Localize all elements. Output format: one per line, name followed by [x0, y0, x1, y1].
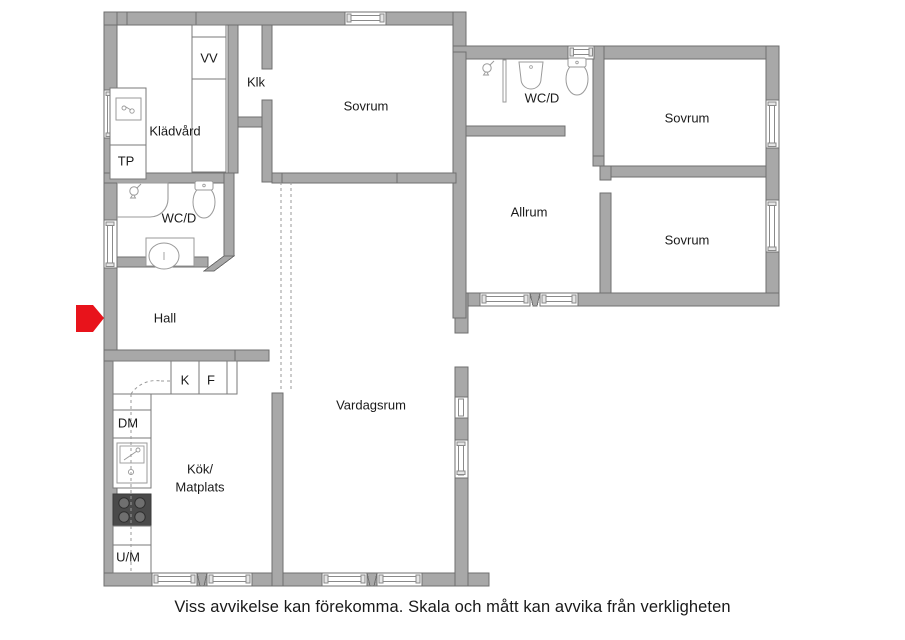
kitchen-sink-icon [116, 442, 148, 484]
window-vardagsrum-lower [454, 439, 469, 479]
appliance-labels-layer: VV TP K F DM U/M [116, 50, 218, 564]
room-label-kok-line1: Kök/ [187, 461, 213, 476]
window-allrum-left [479, 292, 531, 307]
room-label-klk: Klk [247, 74, 266, 89]
kitchen-cabinetry [112, 360, 238, 574]
room-label-kok-line2: Matplats [175, 479, 225, 494]
wash-basin-cabinet [145, 237, 195, 270]
window-vardagsrum-bottom-right [376, 572, 423, 587]
window-vardagsrum-upper [454, 396, 469, 419]
window-vardagsrum-bottom-left [321, 572, 368, 587]
room-label-hall: Hall [154, 310, 177, 325]
shower-head-icon [129, 183, 142, 199]
guides-layer [130, 182, 292, 573]
wcd-top-fixtures [482, 57, 589, 103]
wash-basin-icon [518, 61, 544, 90]
window-wcd-top [567, 45, 595, 60]
room-labels-layer: Klädvård Klk Sovrum WC/D Hall WC/D Sovru… [149, 74, 709, 494]
room-label-allrum: Allrum [511, 204, 548, 219]
window-kok-left [151, 572, 198, 587]
appliance-label-vv: VV [200, 50, 218, 65]
window-sovrum-ne [765, 99, 780, 149]
room-label-vardagsrum: Vardagsrum [336, 397, 406, 412]
window-allrum-right [539, 292, 579, 307]
appliance-label-dm: DM [118, 415, 138, 430]
appliance-label-f: F [207, 372, 215, 387]
water-heater-box [191, 24, 227, 173]
toilet-icon [565, 57, 589, 96]
plan-caption: Viss avvikelse kan förekomma. Skala och … [174, 598, 731, 616]
kladvard-column [109, 87, 147, 180]
fixtures-layer [109, 24, 589, 574]
windows-layer [103, 11, 780, 587]
window-sovrum-se [765, 199, 780, 253]
room-label-sovrum-ne: Sovrum [665, 110, 710, 125]
utility-sink-icon [115, 97, 142, 121]
shower-head-icon [482, 60, 495, 76]
appliance-label-um: U/M [116, 549, 140, 564]
appliance-label-k: K [181, 372, 190, 387]
cooktop-icon [112, 493, 152, 527]
appliance-label-tp: TP [118, 153, 135, 168]
room-label-wcd-left: WC/D [162, 210, 197, 225]
window-kok-right [206, 572, 253, 587]
window-sovrum-top [344, 11, 387, 26]
entrance-arrow-icon [76, 305, 104, 332]
room-label-sovrum-top: Sovrum [344, 98, 389, 113]
room-label-wcd-top: WC/D [525, 90, 560, 105]
window-wcd-left [103, 219, 118, 269]
room-label-sovrum-se: Sovrum [665, 232, 710, 247]
wcd-left-fixtures [117, 180, 216, 270]
room-label-kladvard: Klädvård [149, 123, 200, 138]
